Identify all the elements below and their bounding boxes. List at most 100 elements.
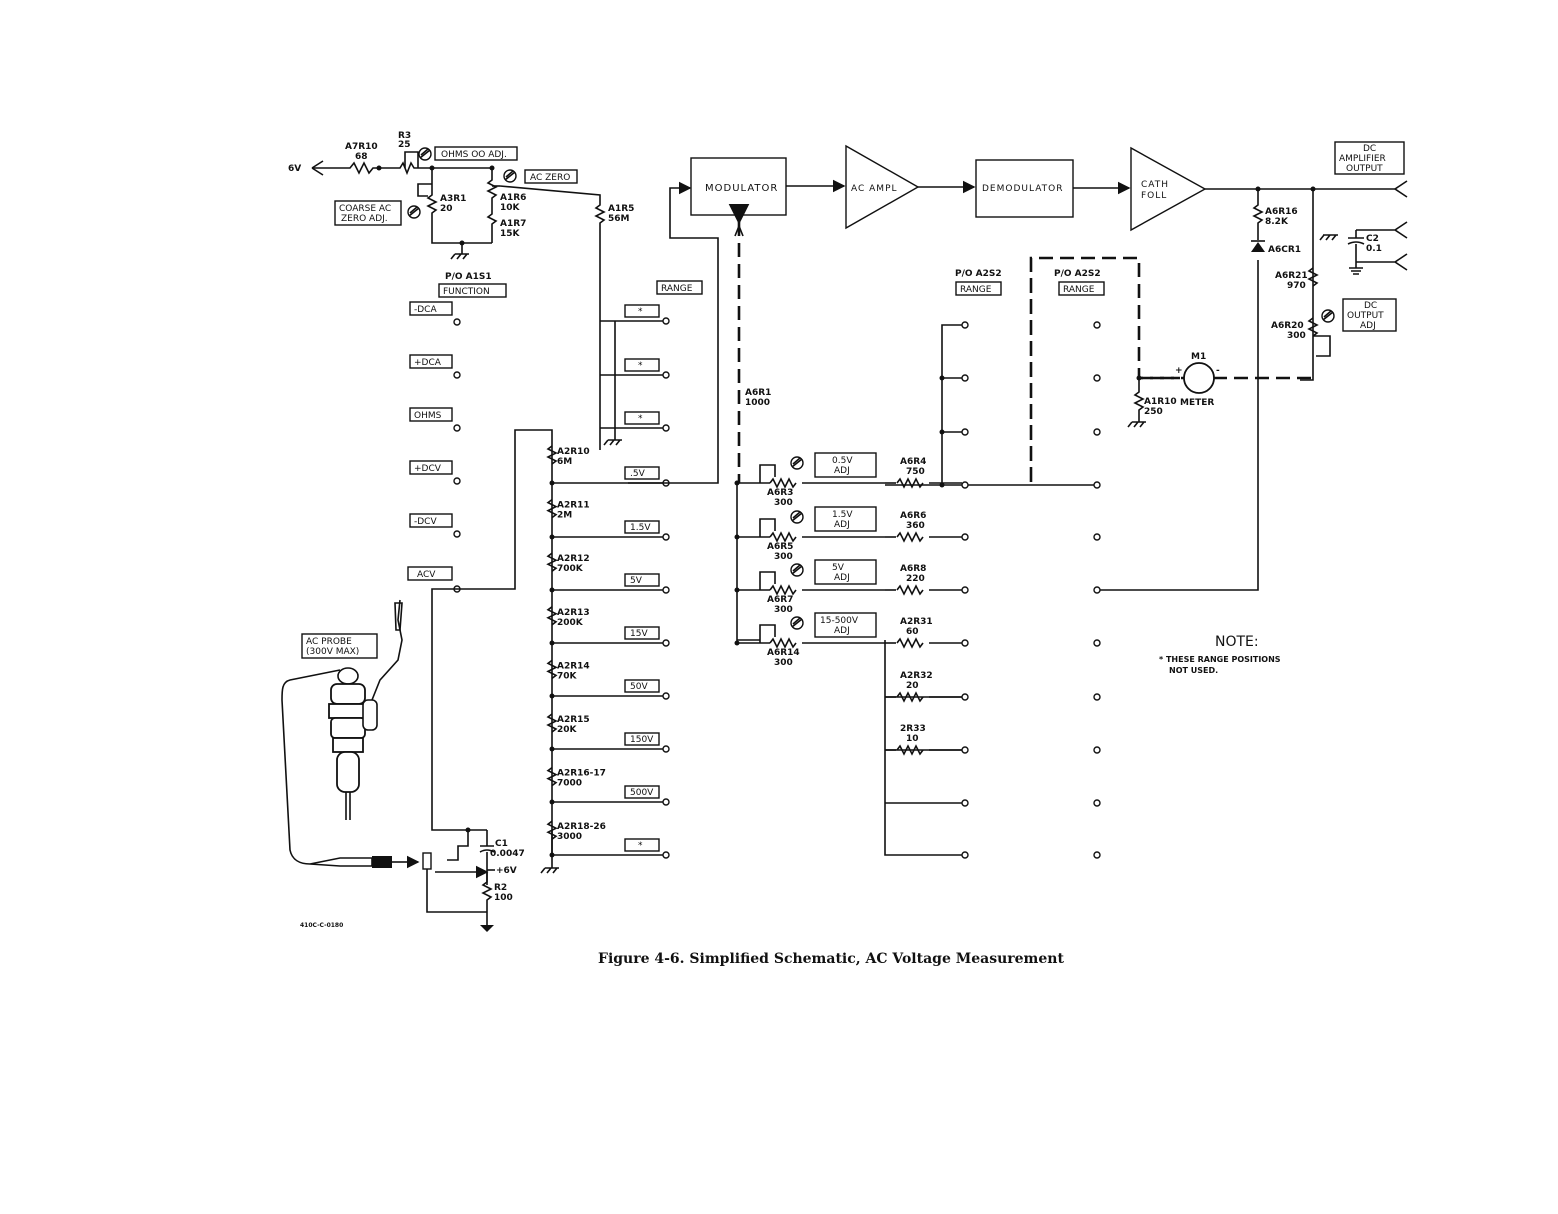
plus-6v-label: +6V [496, 866, 517, 876]
voltage-divider-chain: A2R106MA2R112MA2R12700KA2R13200KA2R1470K… [546, 440, 663, 858]
a6cr1-label: A6CR1 [1268, 245, 1301, 255]
series-resistor-ref: A6R8 [900, 564, 926, 574]
adjust-resistor-ref: A6R5 [767, 542, 793, 552]
note-line-1: * THESE RANGE POSITIONS [1159, 655, 1281, 664]
a1r10-value: 250 [1144, 407, 1163, 417]
function-position-label: ACV [417, 570, 436, 580]
function-position: ACV [407, 566, 461, 593]
c1-label: C1 [495, 839, 508, 849]
a1r7-label: A1R7 [500, 219, 526, 229]
range-adjust-knob-icon [790, 456, 804, 470]
meter-label: METER [1180, 398, 1214, 408]
range-1-position-label: 50V [630, 682, 648, 692]
a1r7-value: 15K [500, 229, 521, 239]
a6r20-label: A6R20 [1271, 321, 1304, 331]
series-resistor-value: 60 [906, 627, 919, 637]
divider-resistor-ref: A2R15 [557, 715, 590, 725]
function-position-label: -DCV [414, 517, 437, 527]
range-switch-3-name: RANGE [1063, 285, 1095, 295]
divider-resistor-value: 700K [557, 564, 584, 574]
range-switch-2-title: P/O A2S2 [955, 269, 1002, 279]
adjust-resistor-value: 300 [774, 498, 793, 508]
adjust-resistor-value: 300 [774, 605, 793, 615]
series-resistor-ref: 2R33 [900, 724, 926, 734]
range-switch-3: P/O A2S2 RANGE [1029, 256, 1259, 859]
a7r10-label: A7R10 [345, 142, 378, 152]
c2-value: 0.1 [1366, 244, 1382, 254]
series-resistor-value: 220 [906, 574, 925, 584]
adjust-label-2: ADJ [834, 520, 850, 530]
function-position-label: OHMS [414, 411, 442, 421]
cathode-follower-block [1130, 146, 1207, 232]
feedback-network: A6R1 1000 0.5VADJA6R33001.5VADJA6R53005V… [728, 203, 1097, 856]
range-1-position: * [624, 358, 670, 379]
a6r21-label: A6R21 [1275, 271, 1308, 281]
function-position-label: -DCA [414, 305, 437, 315]
note: NOTE: * THESE RANGE POSITIONS NOT USED. [1159, 634, 1281, 675]
range-adjust-knob-icon [790, 563, 804, 577]
signal-path: MODULATOR AC AMPL DEMODULATOR CATH FOLL [628, 144, 1395, 484]
series-resistor-ref: A6R6 [900, 511, 926, 521]
a6r1-value: 1000 [745, 398, 770, 408]
range-1-position: * [624, 411, 670, 432]
meter-minus: - [1216, 366, 1220, 376]
range-1-position: 5V [624, 573, 670, 594]
series-resistor-ref: A2R32 [900, 671, 933, 681]
r3-label: R3 [398, 131, 411, 141]
divider-resistor-ref: A2R11 [557, 501, 590, 511]
dc-output-adj-label-3: ADJ [1360, 321, 1376, 331]
adjust-resistor-value: 300 [774, 552, 793, 562]
a3r1-value: 20 [440, 204, 453, 214]
feedback-rows: 0.5VADJA6R33001.5VADJA6R53005VADJA6R7300… [734, 452, 1097, 756]
series-resistor-ref: A6R4 [900, 457, 926, 467]
note-line-2: NOT USED. [1169, 666, 1218, 675]
a1r5-label: A1R5 [608, 204, 634, 214]
cath-foll-label-1: CATH [1141, 180, 1169, 190]
dc-output-adj-label-1: DC [1364, 301, 1377, 311]
cath-foll-label-2: FOLL [1141, 191, 1167, 201]
divider-resistor-value: 3000 [557, 832, 582, 842]
range-1-position-label: 500V [630, 788, 654, 798]
divider-resistor-ref: A2R12 [557, 554, 590, 564]
a3r1-label: A3R1 [440, 194, 466, 204]
supply-6v-label: 6V [288, 164, 301, 174]
c1-value: 0.0047 [490, 849, 525, 859]
series-resistor-value: 20 [906, 681, 919, 691]
c2-label: C2 [1366, 234, 1379, 244]
range-1-position-label: 1.5V [630, 523, 651, 533]
function-switch-title: P/O A1S1 [445, 272, 492, 282]
ac-ampl-label: AC AMPL [851, 184, 898, 194]
range-1-position-label: 150V [630, 735, 654, 745]
demodulator-block [975, 159, 1074, 218]
range-1-position-label: * [638, 414, 643, 424]
function-position: +DCA [409, 354, 461, 379]
dc-output-adj-label-2: OUTPUT [1347, 311, 1384, 321]
ac-zero-label: AC ZERO [530, 173, 570, 183]
function-position: -DCV [409, 513, 461, 538]
note-title: NOTE: [1215, 634, 1259, 650]
meter-m1-icon [1183, 362, 1215, 394]
range-1-position: * [624, 304, 670, 325]
adjust-resistor-ref: A6R14 [767, 648, 800, 658]
function-position: -DCA [409, 301, 461, 326]
a6r20-value: 300 [1287, 331, 1306, 341]
ohms-adj-label: OHMS OO ADJ. [441, 150, 507, 160]
a6r1-label: A6R1 [745, 388, 771, 398]
range-1-position-label: * [638, 307, 643, 317]
probe-label-2: (300V MAX) [306, 647, 359, 657]
ohms-zero-adjust-knob-icon [418, 147, 432, 161]
r2-value: 100 [494, 893, 513, 903]
function-position: OHMS [409, 407, 461, 432]
adjust-label-2: ADJ [834, 573, 850, 583]
